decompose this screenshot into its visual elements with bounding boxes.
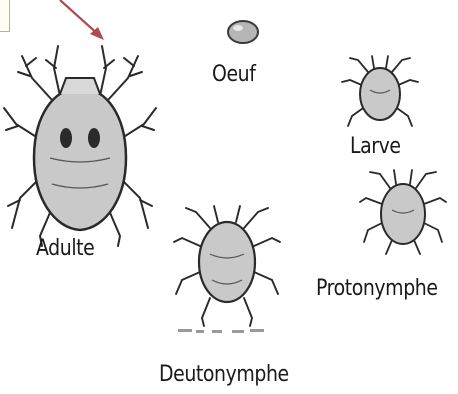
label-larve: Larve: [350, 134, 401, 159]
label-adulte: Adulte: [36, 236, 94, 261]
label-protonymphe: Protonymphe: [316, 276, 438, 301]
label-deutonymphe: Deutonymphe: [159, 362, 289, 387]
label-oeuf: Oeuf: [212, 62, 255, 87]
